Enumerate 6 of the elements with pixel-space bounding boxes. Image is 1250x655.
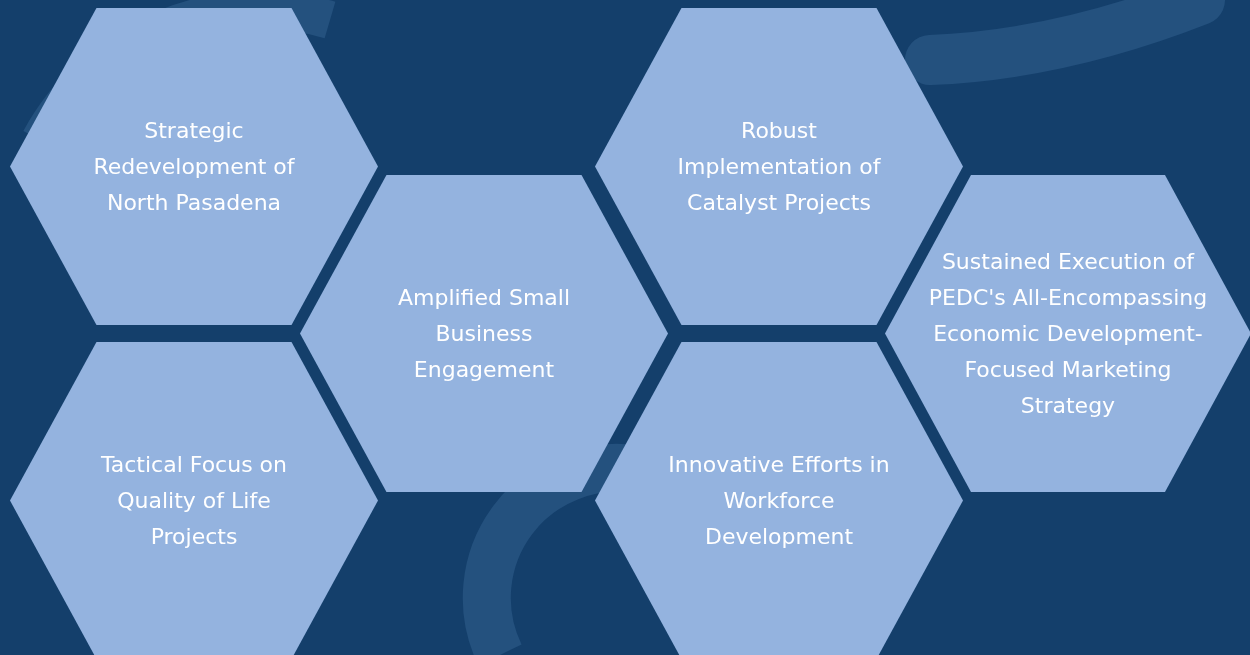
hexagon-label: Sustained Execution of PEDC's All-Encompassing Economic Development-Focused Marketing Strategy: [927, 247, 1209, 420]
hexagon-label: Strategic Redevelopment of North Pasadena: [92, 116, 296, 217]
hexagon-label: Amplified Small Business Engagement: [396, 283, 572, 384]
hexagon-label: Innovative Efforts in Workforce Development: [667, 450, 891, 551]
hexagon-label: Robust Implementation of Catalyst Projects: [676, 116, 882, 217]
hexagon-label: Tactical Focus on Quality of Life Projects: [100, 450, 288, 551]
